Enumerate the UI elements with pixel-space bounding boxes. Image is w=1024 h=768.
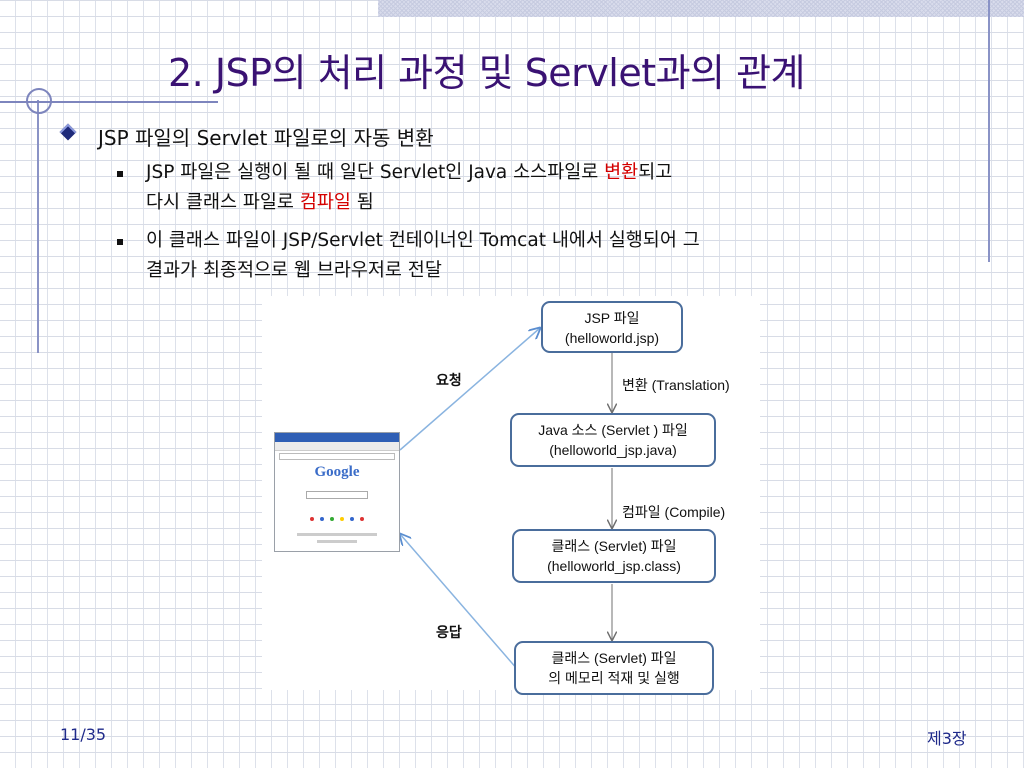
- page-number: 11/35: [60, 725, 107, 744]
- sub-bullet-1: JSP 파일은 실행이 될 때 일단 Servlet인 Java 소스파일로 변…: [146, 158, 946, 218]
- text-segment: 되고: [638, 162, 673, 183]
- jsp-file-box: JSP 파일 (helloworld.jsp): [541, 301, 683, 353]
- dot-icon: [330, 517, 334, 521]
- browser-titlebar: [275, 433, 399, 442]
- memory-load-box: 클래스 (Servlet) 파일 의 메모리 적재 및 실행: [514, 641, 714, 695]
- browser-footer-text: [317, 540, 357, 543]
- left-vertical-line: [37, 100, 39, 353]
- jsp-file-box-line2: (helloworld.jsp): [564, 330, 660, 346]
- text-segment: 됨: [350, 192, 374, 213]
- corner-pattern: [378, 0, 1024, 17]
- sub-bullet-2-line2: 결과가 최종적으로 웹 브라우저로 전달: [146, 260, 442, 281]
- memory-load-box-line2: 의 메모리 적재 및 실행: [548, 670, 680, 686]
- dot-icon: [350, 517, 354, 521]
- memory-load-box-line1: 클래스 (Servlet) 파일: [551, 650, 677, 666]
- request-arrow: [399, 328, 540, 451]
- response-arrow: [400, 534, 519, 671]
- browser-screenshot: Google: [274, 432, 400, 552]
- browser-logo: Google: [314, 464, 360, 480]
- translation-label: 변환 (Translation): [622, 377, 730, 393]
- dot-icon: [320, 517, 324, 521]
- square-bullet-icon: [117, 171, 123, 177]
- browser-toolbar: [275, 442, 399, 451]
- jsp-file-box-line1: JSP 파일: [584, 310, 640, 326]
- java-source-box: Java 소스 (Servlet ) 파일 (helloworld_jsp.ja…: [510, 413, 716, 467]
- sub-bullet-1-line2: 다시 클래스 파일로 컴파일 됨: [146, 188, 946, 218]
- highlight-compile: 컴파일: [299, 192, 351, 213]
- right-vertical-line: [988, 0, 990, 262]
- java-source-box-line2: (helloworld_jsp.java): [549, 442, 677, 458]
- bullet-level1: JSP 파일의 Servlet 파일로의 자동 변환: [98, 126, 434, 150]
- dot-icon: [360, 517, 364, 521]
- sub-bullet-1-line1: JSP 파일은 실행이 될 때 일단 Servlet인 Java 소스파일로 변…: [146, 158, 946, 188]
- dot-icon: [340, 517, 344, 521]
- title-rule: [0, 101, 218, 103]
- response-label: 응답: [436, 624, 462, 640]
- highlight-conversion: 변환: [604, 162, 639, 183]
- dot-icon: [310, 517, 314, 521]
- class-file-box: 클래스 (Servlet) 파일 (helloworld_jsp.class): [512, 529, 716, 583]
- browser-address-bar: [279, 453, 395, 460]
- text-segment: 다시 클래스 파일로: [146, 192, 300, 213]
- square-bullet-icon: [117, 239, 123, 245]
- chapter-label: 제3장: [927, 729, 967, 748]
- text-segment: JSP 파일은 실행이 될 때 일단 Servlet인 Java 소스파일로: [146, 162, 605, 183]
- compile-label: 컴파일 (Compile): [622, 504, 726, 520]
- request-label: 요청: [436, 372, 462, 388]
- sub-bullet-2-line1: 이 클래스 파일이 JSP/Servlet 컨테이너인 Tomcat 내에서 실…: [146, 230, 700, 251]
- java-source-box-line1: Java 소스 (Servlet ) 파일: [538, 422, 688, 438]
- browser-icon-row: [275, 517, 399, 521]
- class-file-box-line2: (helloworld_jsp.class): [547, 558, 681, 574]
- browser-footer-text: [297, 533, 377, 536]
- slide-title: 2. JSP의 처리 과정 및 Servlet과의 관계: [168, 51, 806, 95]
- sub-bullet-2: 이 클래스 파일이 JSP/Servlet 컨테이너인 Tomcat 내에서 실…: [146, 226, 946, 286]
- class-file-box-line1: 클래스 (Servlet) 파일: [551, 538, 677, 554]
- browser-search-box: [306, 491, 368, 499]
